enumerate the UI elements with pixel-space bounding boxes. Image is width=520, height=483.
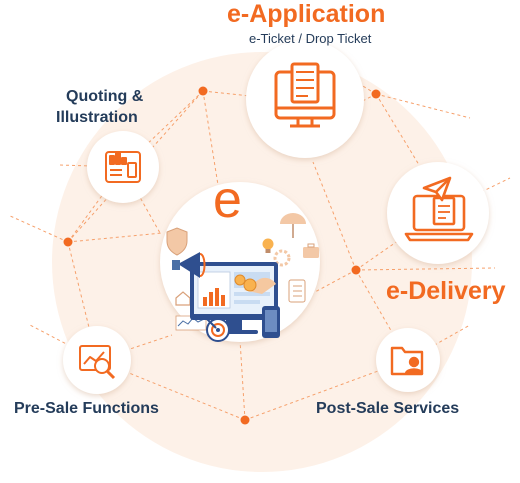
megaphone-icon — [172, 252, 206, 278]
network-dots — [63, 86, 381, 425]
network-dot — [198, 86, 208, 96]
laptop-paper-plane-icon — [404, 176, 474, 242]
quoting-label-line2: Illustration — [56, 109, 138, 126]
hand-coin-icon — [234, 274, 276, 294]
quoting-label-line1: Quoting & — [66, 88, 144, 105]
center-node — [160, 182, 320, 342]
monitor-form-icon — [274, 62, 336, 128]
presale-node — [63, 326, 131, 394]
application-node — [246, 40, 364, 158]
lightbulb-icon — [262, 238, 274, 253]
presale-label: Pre-Sale Functions — [14, 400, 159, 417]
page-subtitle: e-Ticket / Drop Ticket — [249, 31, 372, 46]
network-dot — [240, 415, 250, 425]
quoting-node — [87, 131, 159, 203]
postsale-label: Post-Sale Services — [316, 400, 460, 417]
delivery-node — [387, 162, 489, 264]
delivery-label: e-Delivery — [386, 277, 506, 305]
monitor-illustration — [190, 262, 278, 334]
page-title: e-Application — [227, 0, 386, 28]
phone-icon — [262, 306, 280, 338]
folder-user-icon — [390, 346, 424, 376]
center-e-letter: e — [213, 171, 242, 229]
network-dot — [371, 89, 381, 99]
umbrella-icon — [280, 213, 306, 238]
network-dot — [63, 237, 73, 247]
network-dot — [351, 265, 361, 275]
shield-icon — [166, 227, 188, 256]
magnifier-chart-icon — [79, 345, 116, 380]
checklist-icon — [288, 279, 306, 303]
gear-icon — [273, 249, 291, 267]
briefcase-icon — [303, 243, 319, 258]
postsale-node — [376, 328, 440, 392]
calculator-chart-icon — [105, 151, 141, 183]
target-icon — [203, 315, 230, 342]
